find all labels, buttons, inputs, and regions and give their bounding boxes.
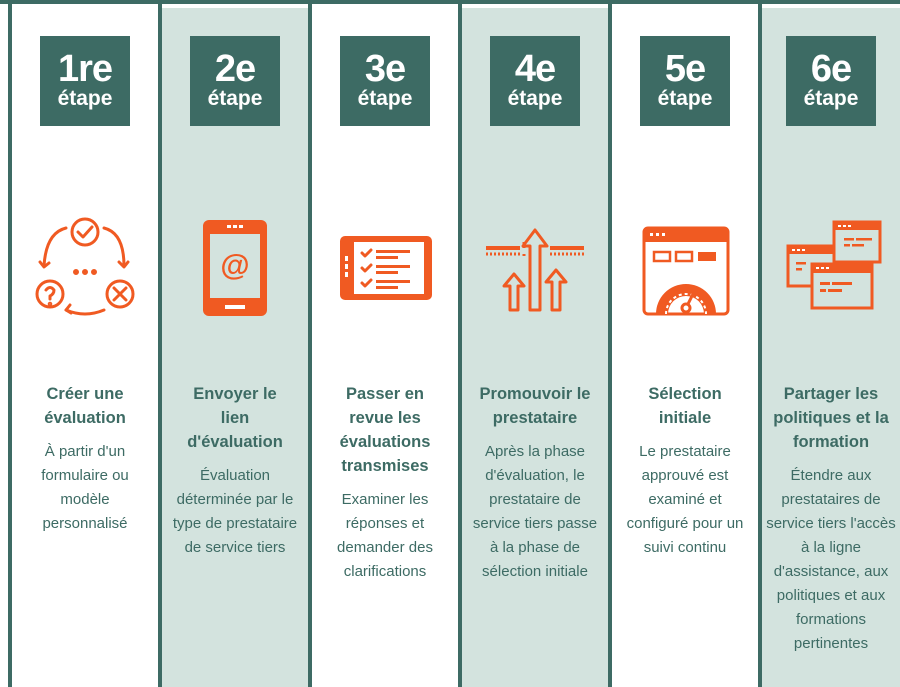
step-title: Sélection initiale — [648, 385, 722, 427]
step-column-1: 1re étape Créer u — [12, 8, 158, 687]
step-word: étape — [803, 87, 859, 110]
step-title: Passer en revue les évaluations transmis… — [339, 385, 431, 475]
step-word: étape — [207, 87, 263, 110]
step-title: Envoyer le lien d'évaluation — [187, 385, 283, 451]
step-number: 4e — [514, 48, 556, 90]
column-divider — [158, 4, 162, 687]
step-description: Étendre aux prestataires de service tier… — [766, 467, 896, 652]
step-word: étape — [57, 87, 113, 110]
step-description: À partir d'un formulaire ou modèle perso… — [41, 443, 129, 532]
column-divider — [458, 4, 462, 687]
step-title: Créer une évaluation — [44, 385, 126, 427]
step-number: 5e — [664, 48, 706, 90]
dashboard-gauge-icon — [630, 214, 740, 324]
step-description: Le prestataire approuvé est examiné et c… — [626, 443, 744, 556]
step-number: 2e — [214, 48, 256, 90]
step-badge: 2e étape — [190, 36, 280, 126]
checklist-screen-icon — [330, 214, 440, 324]
svg-text:@: @ — [220, 249, 249, 282]
column-divider — [8, 4, 12, 687]
step-badge: 4e étape — [490, 36, 580, 126]
tablet-at-sign-icon: @ — [180, 214, 290, 324]
step-description: Après la phase d'évaluation, le prestata… — [472, 443, 598, 580]
step-number: 1re — [57, 48, 113, 90]
step-title: Promouvoir le prestataire — [479, 385, 591, 427]
step-word: étape — [507, 87, 563, 110]
step-badge: 5e étape — [640, 36, 730, 126]
step-word: étape — [357, 87, 413, 110]
step-number: 6e — [810, 48, 852, 90]
step-column-2: 2e étape @ Envoyer le lien d'évaluation … — [162, 8, 308, 687]
column-divider — [308, 4, 312, 687]
step-number: 3e — [364, 48, 406, 90]
step-title: Partager les politiques et la formation — [773, 385, 889, 451]
step-word: étape — [657, 87, 713, 110]
step-column-5: 5e étape Sélection initiale Le prestatai… — [612, 8, 758, 687]
step-description: Évaluation déterminée par le type de pre… — [172, 467, 298, 556]
step-column-4: 4e étape Promouvoir le prestataire Après… — [462, 8, 608, 687]
step-badge: 6e étape — [786, 36, 876, 126]
column-divider — [608, 4, 612, 687]
step-badge: 1re étape — [40, 36, 130, 126]
column-divider — [758, 4, 762, 687]
step-column-6: 6e étape — [762, 8, 900, 687]
step-description: Examiner les réponses et demander des cl… — [337, 491, 433, 580]
stacked-windows-icon — [776, 214, 886, 324]
upward-arrows-icon — [480, 214, 590, 324]
step-column-3: 3e étape — [312, 8, 458, 687]
cycle-check-question-x-icon — [30, 214, 140, 324]
step-badge: 3e étape — [340, 36, 430, 126]
